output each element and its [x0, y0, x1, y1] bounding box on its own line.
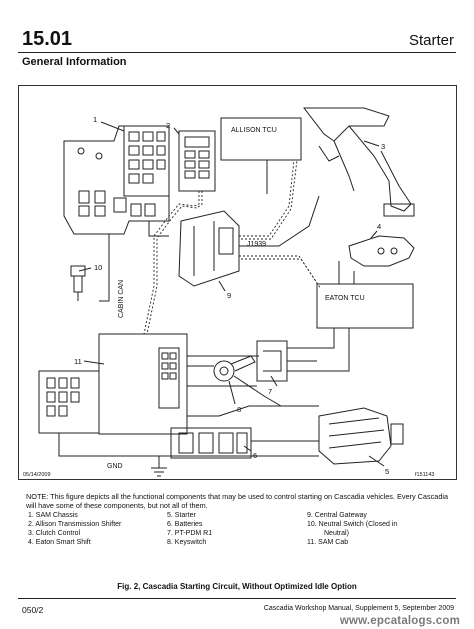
manual-info: Cascadia Workshop Manual, Supplement 5, …	[263, 605, 454, 612]
callout-5: 5	[385, 467, 389, 476]
legend-item: 7. PT-PDM R1	[167, 530, 213, 537]
gnd-label: GND	[107, 463, 123, 470]
callout-9: 9	[227, 291, 231, 300]
note-text: NOTE: This figure depicts all the functi…	[26, 492, 449, 510]
clutch-control	[302, 107, 415, 217]
legend-item: 4. Eaton Smart Shift	[28, 539, 91, 546]
callout-4: 4	[377, 222, 381, 231]
figure-caption: Fig. 2, Cascadia Starting Circuit, Witho…	[117, 582, 357, 591]
legend-item: 8. Keyswitch	[167, 539, 207, 546]
callout-2: 2	[166, 121, 170, 130]
eaton-tcu-label: EATON TCU	[325, 295, 365, 302]
callout-6: 6	[253, 451, 257, 460]
starter	[318, 407, 404, 465]
figure-id: f151143	[415, 472, 434, 478]
footer-rule	[18, 598, 456, 599]
eaton-smart-shift	[348, 235, 415, 267]
legend-item: 10. Neutral Switch (Closed in	[307, 521, 398, 528]
sam-cab	[38, 333, 188, 435]
watermark-link[interactable]: www.epcatalogs.com	[339, 615, 460, 627]
callout-1: 1	[93, 115, 97, 124]
callout-8: 8	[237, 405, 241, 414]
figure-date: 05/14/2009	[23, 472, 51, 478]
legend-item: 3. Clutch Control	[28, 530, 81, 537]
legend-item: 2. Allison Transmission Shifter	[28, 521, 122, 528]
cabin-can-label: CABIN CAN	[118, 280, 125, 318]
j1939-label: J1939	[247, 241, 266, 248]
allison-tcu-label: ALLISON TCU	[231, 127, 277, 134]
subheading: General Information	[22, 56, 127, 68]
wiring-diagram: ALLISON TCU EATON TCU J1939 CABIN CAN GN…	[23, 107, 434, 478]
batteries	[170, 427, 252, 459]
legend-item: 11. SAM Cab	[307, 539, 349, 546]
central-gateway	[178, 210, 240, 287]
callout-11: 11	[74, 357, 82, 366]
callout-10: 10	[94, 263, 102, 272]
legend-item: Neutral)	[324, 530, 349, 537]
figure-frame: ALLISON TCU EATON TCU J1939 CABIN CAN GN…	[18, 85, 457, 480]
callout-7: 7	[268, 387, 272, 396]
section-number: 15.01	[22, 28, 73, 50]
allison-shifter	[178, 130, 216, 192]
header-rule	[18, 52, 456, 53]
sam-chassis	[63, 125, 170, 235]
legend-item: 5. Starter	[167, 512, 196, 519]
keyswitch	[213, 355, 256, 382]
neutral-switch	[70, 265, 86, 301]
legend-item: 9. Central Gateway	[307, 512, 367, 519]
callout-3: 3	[381, 142, 385, 151]
legend-item: 6. Batteries	[167, 521, 203, 528]
section-title: Starter	[408, 32, 454, 49]
legend-item: 1. SAM Chassis	[28, 512, 78, 519]
page-number: 050/2	[22, 605, 44, 615]
